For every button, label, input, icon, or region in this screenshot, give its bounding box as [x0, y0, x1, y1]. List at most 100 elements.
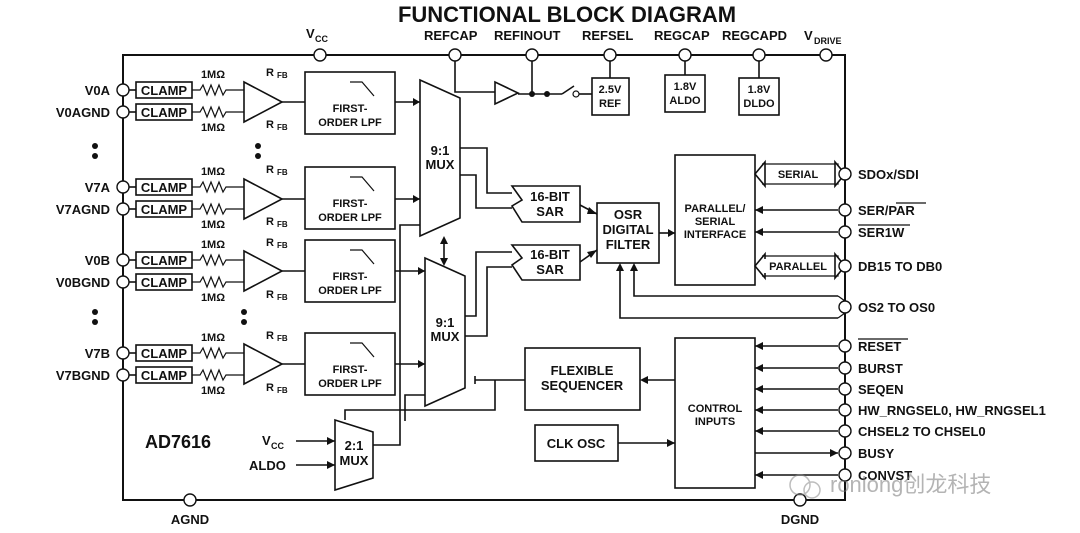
mux-a-extra-input	[399, 224, 420, 421]
svg-text:R: R	[266, 67, 274, 79]
top-pin-vdrive: V DRIVE	[804, 28, 842, 62]
svg-text:V7BGND: V7BGND	[56, 368, 110, 383]
channel-v0a: V0A V0AGND CLAMP CLAMP 1MΩ 1MΩ R FB R FB…	[56, 67, 420, 135]
device-label: AD7616	[145, 432, 211, 452]
channel-v7a: V7A V7AGND CLAMP CLAMP 1MΩ 1MΩ R FB R FB…	[56, 164, 420, 231]
input-amplifier	[243, 177, 284, 221]
svg-text:DLDO: DLDO	[743, 98, 775, 110]
svg-text:9:1: 9:1	[431, 143, 450, 158]
svg-text:V: V	[306, 26, 315, 41]
dldo-block	[738, 77, 780, 116]
svg-text:FB: FB	[277, 168, 288, 177]
ellipsis-dots-a	[92, 143, 261, 159]
input-amplifier	[243, 80, 284, 124]
svg-text:SER/PAR: SER/PAR	[858, 203, 915, 218]
svg-text:ronlong创龙科技: ronlong创龙科技	[830, 472, 991, 497]
aldo-block	[664, 74, 706, 113]
top-pin-vcc: V CC	[306, 26, 328, 62]
serial-bus: SERIAL	[753, 159, 847, 189]
sar-block-a: 16-BIT SAR	[510, 185, 598, 223]
svg-text:1MΩ: 1MΩ	[201, 332, 225, 344]
svg-text:FILTER: FILTER	[606, 237, 651, 252]
svg-text:FIRST-: FIRST-	[333, 198, 368, 210]
svg-text:16-BIT: 16-BIT	[530, 247, 570, 262]
svg-text:CLAMP: CLAMP	[141, 83, 188, 98]
mux-b: 9:1 MUX	[424, 251, 512, 408]
svg-text:BURST: BURST	[858, 361, 903, 376]
svg-text:CONVST: CONVST	[858, 468, 912, 483]
svg-text:1.8V: 1.8V	[748, 84, 771, 96]
svg-text:R: R	[266, 237, 274, 249]
svg-text:FB: FB	[277, 293, 288, 302]
mux-link	[440, 236, 448, 266]
top-pin-regcap: REGCAP	[654, 28, 710, 62]
svg-text:RESET: RESET	[858, 339, 901, 354]
ref-buffer	[494, 80, 520, 106]
right-pins: SDOx/SDI SER/PAR SER1W DB15 TO DB0 OS2 T…	[837, 167, 1046, 483]
svg-text:INPUTS: INPUTS	[695, 416, 735, 428]
svg-text:SERIAL: SERIAL	[695, 216, 736, 228]
svg-text:FIRST-: FIRST-	[333, 364, 368, 376]
svg-text:PARALLEL/: PARALLEL/	[685, 203, 746, 215]
svg-text:V: V	[262, 433, 271, 448]
os-feedback-wire-2	[619, 268, 838, 319]
svg-text:SDOx/SDI: SDOx/SDI	[858, 167, 919, 182]
interface-block: PARALLEL/ SERIAL INTERFACE	[674, 154, 756, 286]
bottom-pins: AGND DGND	[171, 493, 819, 527]
svg-text:CLAMP: CLAMP	[141, 180, 188, 195]
osr-filter-block: OSR DIGITAL FILTER	[596, 202, 675, 264]
svg-text:16-BIT: 16-BIT	[530, 189, 570, 204]
svg-text:DGND: DGND	[781, 512, 819, 527]
svg-text:FIRST-: FIRST-	[333, 103, 368, 115]
svg-text:R: R	[266, 289, 274, 301]
svg-text:BUSY: BUSY	[858, 446, 894, 461]
svg-text:OS2 TO OS0: OS2 TO OS0	[858, 300, 935, 315]
top-pin-refsel: REFSEL	[582, 28, 633, 62]
svg-text:ORDER LPF: ORDER LPF	[318, 285, 382, 297]
svg-text:CLAMP: CLAMP	[141, 275, 188, 290]
svg-text:1MΩ: 1MΩ	[201, 239, 225, 251]
sequencer-block: FLEXIBLE SEQUENCER	[524, 347, 641, 411]
svg-text:OSR: OSR	[614, 207, 643, 222]
svg-text:CLAMP: CLAMP	[141, 202, 188, 217]
svg-text:REGCAP: REGCAP	[654, 28, 710, 43]
svg-text:2:1: 2:1	[345, 438, 364, 453]
svg-text:ORDER LPF: ORDER LPF	[318, 212, 382, 224]
svg-text:ORDER LPF: ORDER LPF	[318, 117, 382, 129]
svg-text:MUX: MUX	[340, 453, 369, 468]
svg-text:FB: FB	[277, 241, 288, 250]
svg-text:ORDER LPF: ORDER LPF	[318, 378, 382, 390]
input-amplifier	[243, 249, 284, 293]
ref-2v5-block	[591, 77, 630, 116]
ref-switch	[561, 85, 575, 95]
svg-text:REGCAPD: REGCAPD	[722, 28, 787, 43]
svg-text:CLK OSC: CLK OSC	[547, 436, 606, 451]
sar-block-b: 16-BIT SAR	[510, 244, 598, 281]
top-pin-refcap: REFCAP	[424, 28, 478, 62]
svg-text:SEQUENCER: SEQUENCER	[541, 378, 624, 393]
svg-text:V0AGND: V0AGND	[56, 105, 110, 120]
svg-text:R: R	[266, 330, 274, 342]
svg-text:V0BGND: V0BGND	[56, 275, 110, 290]
svg-text:DRIVE: DRIVE	[814, 36, 842, 46]
svg-text:MUX: MUX	[426, 157, 455, 172]
svg-text:SEQEN: SEQEN	[858, 382, 904, 397]
svg-text:INTERFACE: INTERFACE	[684, 229, 746, 241]
svg-text:CHSEL2 TO CHSEL0: CHSEL2 TO CHSEL0	[858, 424, 986, 439]
svg-text:CC: CC	[315, 34, 328, 44]
svg-text:PARALLEL: PARALLEL	[769, 261, 827, 273]
svg-text:1MΩ: 1MΩ	[201, 292, 225, 304]
svg-text:SAR: SAR	[536, 204, 564, 219]
svg-text:DIGITAL: DIGITAL	[602, 222, 653, 237]
svg-text:V0B: V0B	[85, 253, 110, 268]
channel-v7b: V7B V7BGND CLAMP CLAMP 1MΩ 1MΩ R FB R FB…	[56, 330, 425, 397]
svg-text:CC: CC	[271, 441, 284, 451]
svg-text:2.5V: 2.5V	[599, 84, 622, 96]
sequencer-to-mux21	[344, 380, 496, 420]
ellipsis-dots-b	[92, 309, 247, 325]
svg-text:CLAMP: CLAMP	[141, 346, 188, 361]
svg-text:FB: FB	[277, 386, 288, 395]
svg-text:FB: FB	[277, 220, 288, 229]
svg-text:CONTROL: CONTROL	[688, 403, 743, 415]
